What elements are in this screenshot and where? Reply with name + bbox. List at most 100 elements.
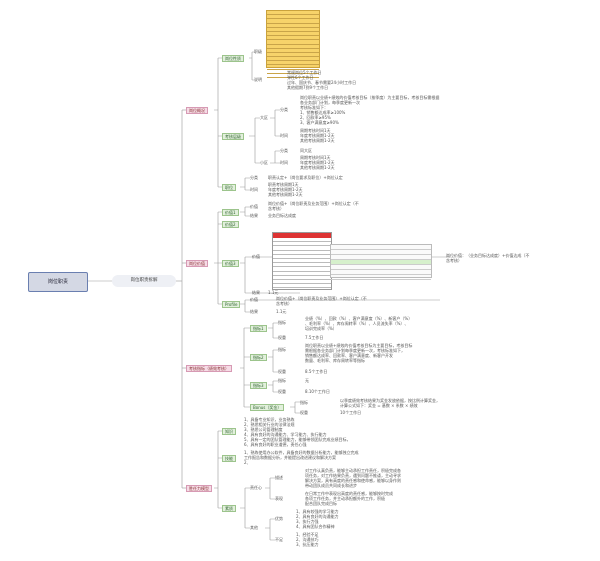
node-value[interactable]: 价值 bbox=[252, 254, 260, 259]
node-skill[interactable]: 技能 bbox=[222, 455, 236, 462]
text-line: 3、抗压能力 bbox=[296, 542, 319, 547]
text-line: 6、具有良好的职业道德，责任心强 bbox=[244, 442, 307, 447]
text-line: 年度考核周期1-2天 bbox=[268, 187, 303, 192]
text-line: 2、熟悉相关行业的法律法规 bbox=[244, 422, 295, 427]
node-weight[interactable]: 权重 bbox=[300, 410, 308, 415]
text-line: 在日常工作中表现出高度的责任感，能够按时完成 bbox=[305, 491, 393, 496]
text-line: 业务目标达成度 bbox=[268, 213, 296, 218]
gantt-table-image bbox=[330, 244, 432, 280]
node-nature[interactable]: 岗位性质 bbox=[222, 55, 244, 62]
text-line: 无 bbox=[305, 378, 309, 383]
text-line: 4、具有良好的沟通能力、学习能力、执行能力 bbox=[244, 432, 327, 437]
node-result[interactable]: 结果 bbox=[250, 213, 258, 218]
text-line: 配合团队完成目标 bbox=[305, 501, 337, 506]
center-node[interactable]: 岗位职责拆解 bbox=[112, 275, 176, 287]
node-indicator[interactable]: 指标 bbox=[278, 378, 286, 383]
text-line: 岗位价值+（岗位职责及业务范围）+岗位认定（不 bbox=[268, 201, 359, 206]
desc-line: 弹性6个工作日 bbox=[287, 75, 314, 80]
text-line: 以季度绩效考核结果为奖金发放依据，按比例计算奖金， bbox=[340, 398, 440, 403]
node-time[interactable]: 时间 bbox=[280, 160, 288, 165]
text-line: 职责考核周期1天 bbox=[268, 182, 299, 187]
node-result[interactable]: 结果 bbox=[252, 290, 260, 295]
text-line: 其他考核周期1-2天 bbox=[268, 192, 303, 197]
node-profile[interactable]: Profile bbox=[222, 301, 241, 308]
text-line: 5、具有一定的团队管理能力，能够带领团队完成业绩目标， bbox=[244, 437, 351, 442]
node-rank[interactable]: 职级 bbox=[254, 49, 262, 54]
text-line: 8.5个工作日 bbox=[305, 369, 328, 374]
text-line: 岗位职责以业绩+绩效的价值考核目标（按季度）为主要目标，考核目标需根据 bbox=[300, 95, 440, 100]
text-line: 1、具备专业知识，业务熟练 bbox=[244, 417, 295, 422]
text-line: 其他考核周期1-2天 bbox=[300, 165, 335, 170]
node-category[interactable]: 分类 bbox=[280, 107, 288, 112]
node-strength[interactable]: 优势 bbox=[275, 516, 283, 521]
desc-line: 常规岗位5个工作日 bbox=[287, 70, 322, 75]
text-line: 2、沟通技巧 bbox=[296, 537, 319, 542]
node-category[interactable]: 分类 bbox=[280, 148, 288, 153]
branch-overview[interactable]: 岗位概况 bbox=[186, 107, 208, 114]
node-level[interactable]: 考核层级 bbox=[222, 133, 244, 140]
node-position[interactable]: 职位 bbox=[222, 184, 236, 191]
text-line: 业绩（%）、回款（%）、客户满意度（%）、新客户（%） bbox=[305, 316, 413, 321]
node-other[interactable]: 其他 bbox=[250, 525, 258, 530]
text-line: 各业务部门计划，每季度更新一次 bbox=[300, 100, 360, 105]
root-node[interactable]: 岗位职责 bbox=[28, 272, 88, 292]
text-line: 1、销售额达成率≥100% bbox=[300, 110, 346, 115]
node-region[interactable]: 大区 bbox=[260, 115, 268, 120]
text-line: 1、具有较强的学习能力 bbox=[296, 509, 339, 514]
text-line: 1、经验不足 bbox=[296, 532, 319, 537]
node-time[interactable]: 时间 bbox=[250, 187, 258, 192]
node-indicator[interactable]: 指标 bbox=[300, 400, 308, 405]
text-line: 岗位价值：（业务目标达成度）+价值达成（不 bbox=[446, 253, 530, 258]
node-bonus[interactable]: Bonus（奖金） bbox=[250, 404, 285, 411]
text-line: 含考核） bbox=[446, 258, 462, 263]
node-performance[interactable]: 表现 bbox=[275, 496, 283, 501]
text-line: 计算公式如下：奖金 = 基数 × 系数 × 绩效 bbox=[340, 403, 418, 408]
node-indicator[interactable]: 指标 bbox=[278, 320, 286, 325]
text-line: 3、客户满意度≥90% bbox=[300, 120, 339, 125]
text-line: 需根据各业务部门计划每季度更新一次，考核标准如下， bbox=[305, 348, 405, 353]
text-line: 年度考核周期1-2天 bbox=[300, 160, 335, 165]
text-line: 岗位职责以业绩+绩效的价值考核目标为主要目标，考核目标 bbox=[305, 343, 413, 348]
node-desc[interactable]: 说明 bbox=[254, 77, 262, 82]
node-description[interactable]: 描述 bbox=[275, 475, 283, 480]
node-value[interactable]: 价值 bbox=[250, 204, 258, 209]
node-kpi2[interactable]: 指标2 bbox=[250, 354, 267, 361]
text-line: 7.5工作日 bbox=[305, 335, 324, 340]
text-line: 岗位价值+（岗位职责及业务范围）+岗位认定（不 bbox=[276, 296, 367, 301]
node-quality[interactable]: 素质 bbox=[222, 505, 236, 512]
text-line: 职责认定+（岗位要求及职位）+岗位认定 bbox=[268, 175, 343, 180]
desc-line: 过年、国庆节、春节需要24小时工作日 bbox=[287, 80, 357, 85]
node-knowledge[interactable]: 知识 bbox=[222, 428, 236, 435]
text-line: 考核标准如下： bbox=[300, 105, 328, 110]
node-subregion[interactable]: 小区 bbox=[260, 160, 268, 165]
branch-kpi[interactable]: 考核指标（绩效考核） bbox=[186, 365, 232, 372]
node-value[interactable]: 价值 bbox=[250, 297, 258, 302]
node-value3[interactable]: 价值3 bbox=[222, 260, 239, 267]
node-value2[interactable]: 价值2 bbox=[222, 221, 239, 228]
text-line: 周期考核时间1天 bbox=[300, 155, 331, 160]
node-weight[interactable]: 权重 bbox=[278, 335, 286, 340]
text-line: 对工作认真负责，能够主动承担工作责任，积极完成各 bbox=[305, 468, 401, 473]
node-weakness[interactable]: 不足 bbox=[275, 537, 283, 542]
text-line: 其他考核周期1-2天 bbox=[300, 138, 335, 143]
text-line: 3、执行力强 bbox=[296, 519, 319, 524]
node-responsibility[interactable]: 责任心 bbox=[250, 485, 262, 490]
node-weight[interactable]: 权重 bbox=[278, 369, 286, 374]
node-result[interactable]: 结果 bbox=[250, 309, 258, 314]
node-category[interactable]: 分类 bbox=[250, 175, 258, 180]
text-line: 2、回款率≥95% bbox=[300, 115, 331, 120]
node-value1[interactable]: 价值1 bbox=[222, 209, 239, 216]
text-line: 项任务，对工作结果负责，遇到问题不推诿，主动寻求 bbox=[305, 473, 401, 478]
text-line: 数量、毛利率、库存周转率等指标 bbox=[305, 358, 365, 363]
node-kpi1[interactable]: 指标1 bbox=[250, 325, 267, 332]
text-line: 、毛利率（%）、库存周转率（%）、人员流失率（%）、 bbox=[305, 321, 409, 326]
branch-value[interactable]: 岗位价值 bbox=[186, 260, 208, 267]
node-time[interactable]: 时间 bbox=[280, 133, 288, 138]
text-line: 1.1元 bbox=[268, 290, 279, 295]
branch-competency[interactable]: 胜任力模型 bbox=[186, 485, 212, 492]
node-kpi3[interactable]: 指标3 bbox=[250, 382, 267, 389]
text-line: 10个工作日 bbox=[340, 410, 362, 415]
node-weight[interactable]: 权重 bbox=[278, 389, 286, 394]
text-line: 含考核） bbox=[276, 301, 292, 306]
node-indicator[interactable]: 指标 bbox=[278, 347, 286, 352]
